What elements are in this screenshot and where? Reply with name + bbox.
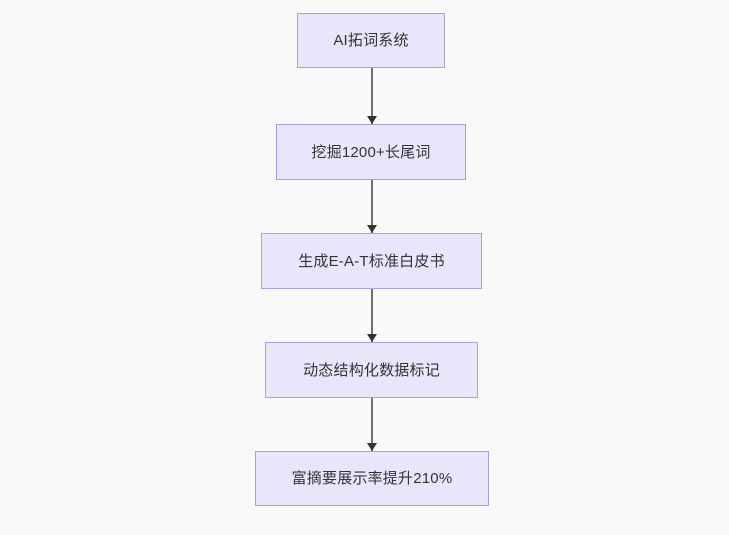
edge-line [371, 398, 373, 451]
flow-node-eat-whitepaper[interactable]: 生成E-A-T标准白皮书 [261, 233, 482, 289]
edge-n4-n5 [367, 398, 377, 451]
flow-node-label: 富摘要展示率提升210% [291, 470, 453, 487]
flow-node-label: 生成E-A-T标准白皮书 [298, 252, 445, 270]
flow-node-label: AI拓词系统 [333, 32, 409, 49]
edge-line [371, 289, 373, 342]
flow-node-structured-data-markup[interactable]: 动态结构化数据标记 [265, 342, 478, 398]
flow-node-label: 挖掘1200+长尾词 [311, 143, 431, 161]
arrow-head-icon [367, 443, 377, 451]
flow-node-ai-keyword-system[interactable]: AI拓词系统 [297, 13, 445, 68]
flow-node-label: 动态结构化数据标记 [303, 361, 440, 379]
edge-n3-n4 [367, 289, 377, 342]
edge-n2-n3 [367, 180, 377, 233]
arrow-head-icon [367, 116, 377, 124]
edge-line [371, 180, 373, 233]
edge-line [371, 68, 373, 124]
flow-node-rich-snippet-uplift[interactable]: 富摘要展示率提升210% [255, 451, 489, 506]
arrow-head-icon [367, 334, 377, 342]
flow-node-longtail-keywords[interactable]: 挖掘1200+长尾词 [276, 124, 466, 180]
arrow-head-icon [367, 225, 377, 233]
edge-n1-n2 [367, 68, 377, 124]
